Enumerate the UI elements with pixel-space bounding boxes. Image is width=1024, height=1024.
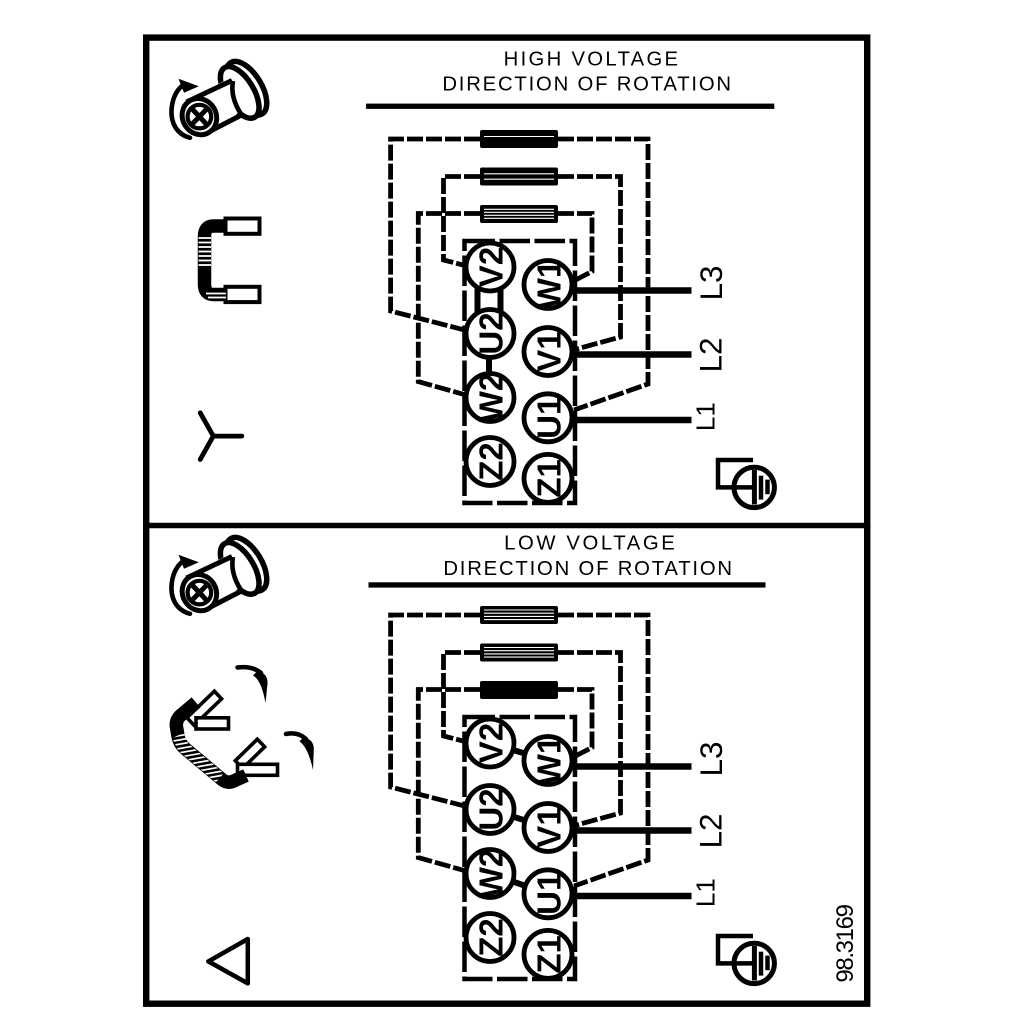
svg-text:HIGH VOLTAGE: HIGH VOLTAGE	[504, 48, 681, 70]
svg-text:DIRECTION OF ROTATION: DIRECTION OF ROTATION	[443, 558, 734, 580]
svg-text:98.3169: 98.3169	[832, 904, 859, 982]
svg-text:LOW VOLTAGE: LOW VOLTAGE	[504, 533, 677, 555]
svg-text:DIRECTION OF ROTATION: DIRECTION OF ROTATION	[442, 73, 733, 95]
